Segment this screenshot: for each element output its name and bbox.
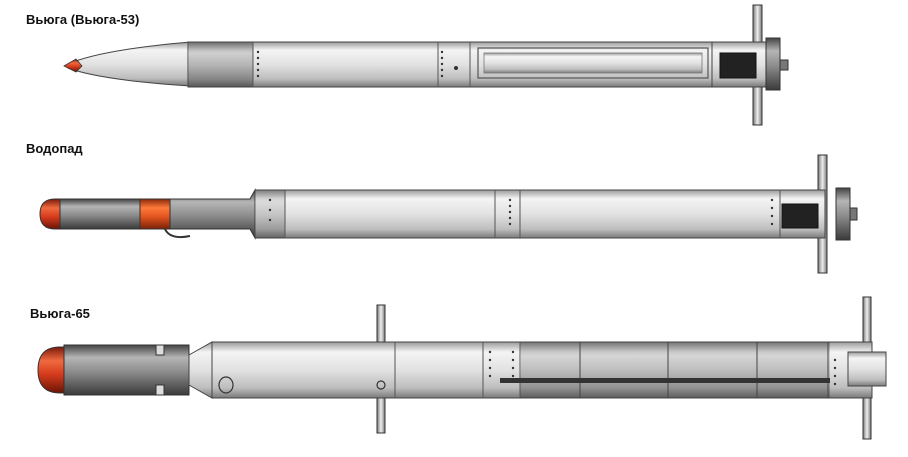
tail-section [847, 351, 887, 387]
missile-body [254, 189, 826, 239]
tail-ring [765, 37, 781, 91]
missile-vyuga-65 [37, 296, 887, 440]
tail-window [719, 52, 757, 79]
front-section [59, 198, 141, 230]
missile-vodopad [39, 154, 858, 274]
tail-window [781, 203, 819, 229]
missile-label-vyuga-65: Вьюга-65 [30, 306, 90, 321]
dark-section [188, 42, 253, 87]
nose-tip [37, 346, 67, 394]
front-section [63, 344, 190, 396]
orange-band [139, 198, 171, 230]
nose-tip [63, 58, 83, 73]
missile-vyuga-53 [63, 4, 789, 126]
nose-cone [67, 41, 191, 87]
nose-tip [39, 198, 63, 230]
rear-dark-section [520, 342, 830, 398]
tail-ring [835, 187, 851, 241]
side-panel [477, 47, 709, 79]
transition-section [188, 341, 213, 399]
missile-label-vyuga-53: Вьюга (Вьюга-53) [26, 12, 140, 27]
transition-section [169, 188, 256, 240]
missile-label-vodopad: Водопад [26, 141, 83, 156]
